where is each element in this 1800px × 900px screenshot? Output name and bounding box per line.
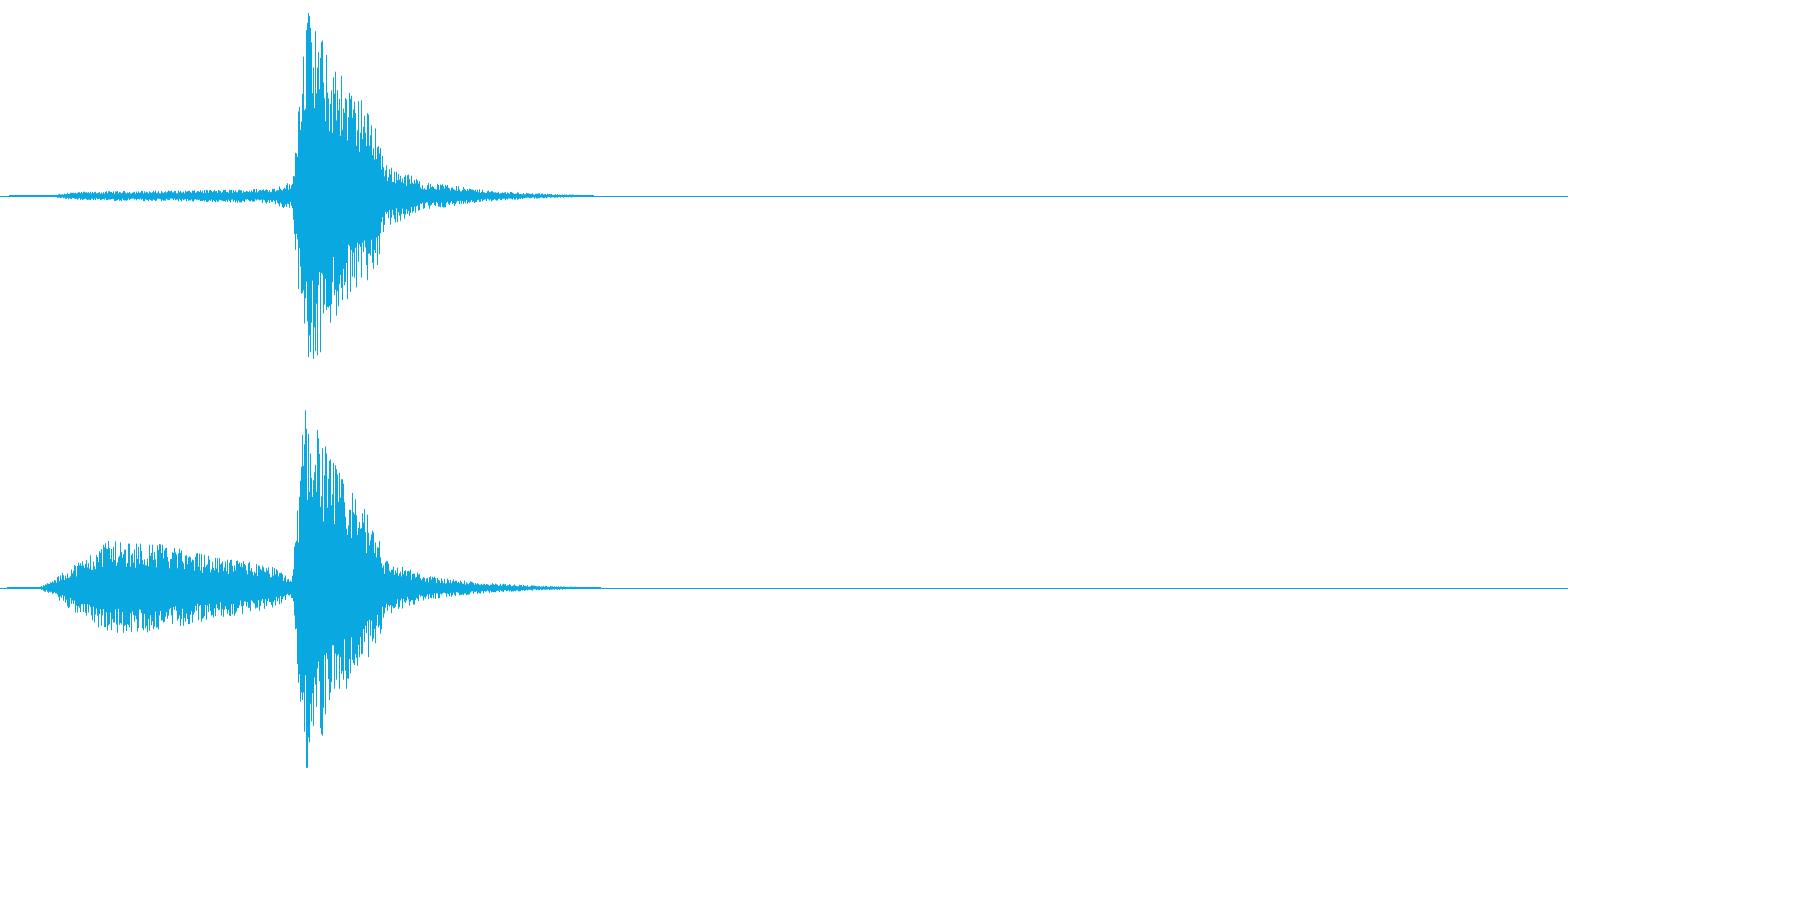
channel-right-waveform[interactable] — [0, 410, 1568, 769]
waveform-samples — [7, 410, 601, 769]
waveform-samples — [9, 13, 594, 359]
channel-left-waveform[interactable] — [0, 13, 1568, 359]
